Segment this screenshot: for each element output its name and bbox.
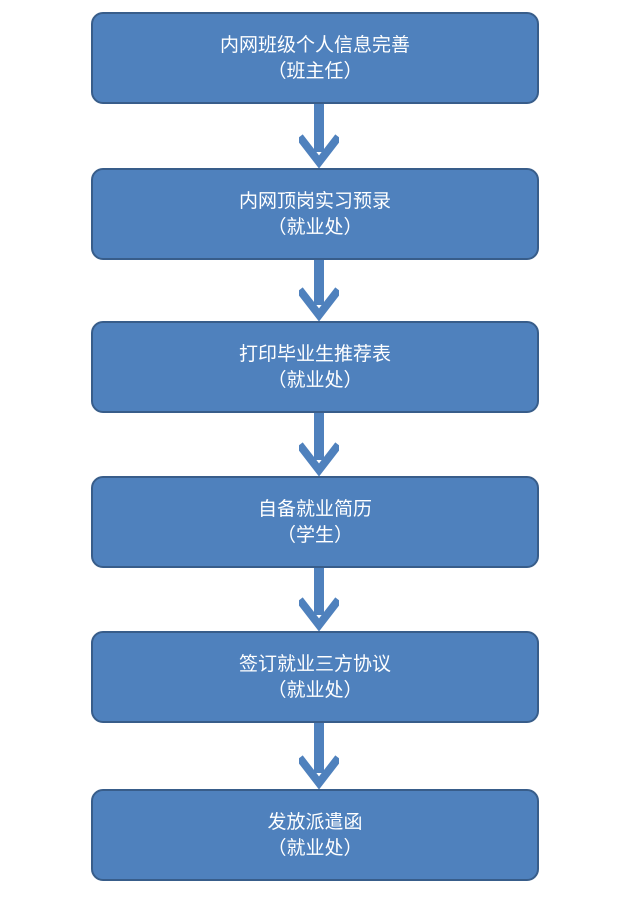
down-arrow-icon [299, 104, 339, 168]
step-title: 打印毕业生推荐表 [238, 343, 391, 365]
down-arrow-icon [299, 723, 339, 789]
flow-step-3: 打印毕业生推荐表 （就业处） [91, 321, 539, 413]
step-owner: （就业处） [267, 369, 363, 391]
down-arrow-icon [299, 568, 339, 631]
flow-step-1: 内网班级个人信息完善 （班主任） [91, 12, 539, 104]
down-arrow-icon [299, 260, 339, 321]
step-title: 自备就业简历 [257, 498, 372, 520]
flow-step-4: 自备就业简历 （学生） [91, 476, 539, 568]
down-arrow-icon [299, 413, 339, 476]
step-owner: （班主任） [267, 60, 363, 82]
flow-step-6: 发放派遣函 （就业处） [91, 789, 539, 881]
step-owner: （就业处） [267, 216, 363, 238]
step-owner: （就业处） [267, 679, 363, 701]
step-owner: （学生） [276, 524, 353, 546]
flow-step-5: 签订就业三方协议 （就业处） [91, 631, 539, 723]
flow-step-2: 内网顶岗实习预录 （就业处） [91, 168, 539, 260]
step-title: 内网班级个人信息完善 [219, 34, 410, 56]
step-title: 签订就业三方协议 [238, 653, 391, 675]
step-title: 发放派遣函 [267, 811, 363, 833]
step-title: 内网顶岗实习预录 [238, 190, 391, 212]
step-owner: （就业处） [267, 837, 363, 859]
